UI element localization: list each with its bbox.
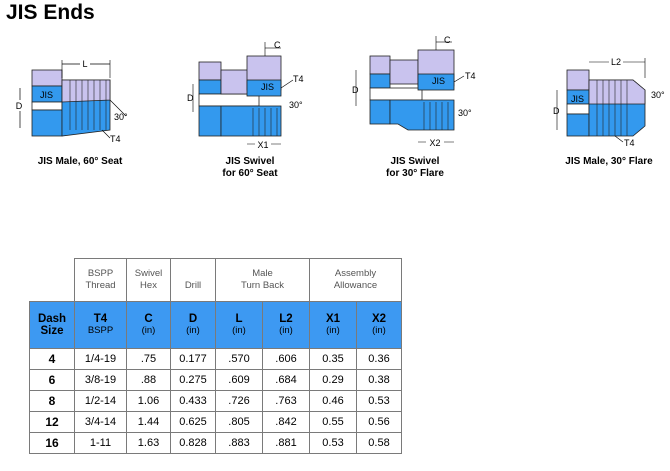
t4-label: T4 [293,74,304,84]
jis-swivel-60-seat-drawing: C JIS T4 D 30° X1 [187,40,304,150]
angle-label: 30° [458,108,472,118]
col-l2: L2(in) [262,301,310,349]
caption-jis-male-30: JIS Male, 30° Flare [565,156,653,167]
col-d: D(in) [170,301,216,349]
jis-body-label: JIS [40,90,53,100]
caption-jis-swivel-30: JIS Swivel for 30° Flare [386,156,444,179]
drill-header: Drill [170,258,216,302]
caption-jis-male-60: JIS Male, 60° Seat [37,156,123,167]
col-l: L(in) [215,301,263,349]
dim-d-label: D [16,101,23,111]
dim-x2-label: X2 [429,138,440,148]
t4-label: T4 [465,71,476,81]
dim-x1-label: X1 [257,140,268,150]
dim-c-label: C [444,35,451,45]
caption-jis-swivel-60: JIS Swivel for 60° Seat [222,156,278,179]
dim-l-label: L [82,59,87,69]
col-c: C(in) [126,301,171,349]
angle-label: 30° [289,100,303,110]
dim-d-label: D [553,106,560,116]
jis-male-30-flare-drawing: L2 JIS D 30° T4 [553,56,665,148]
jis-body-label: JIS [432,76,445,86]
jis-body-label: JIS [571,94,584,104]
jis-male-60-seat-drawing: L JIS D 30° T4 [14,58,128,144]
dim-d-label: D [187,93,194,103]
jis-swivel-30-flare-drawing: C JIS T4 D 30° X2 [352,35,476,148]
dim-c-label: C [274,40,281,50]
col-x2: X2(in) [356,301,402,349]
t4-label: T4 [110,134,121,144]
dim-l2-label: L2 [611,57,621,67]
t4-label: T4 [624,138,635,148]
col-x1: X1(in) [309,301,357,349]
jis-body-label: JIS [261,82,274,92]
dim-d-label: D [352,85,359,95]
angle-label: 30° [651,90,665,100]
angle-label: 30° [114,112,128,122]
page-title: JIS Ends [6,1,95,24]
